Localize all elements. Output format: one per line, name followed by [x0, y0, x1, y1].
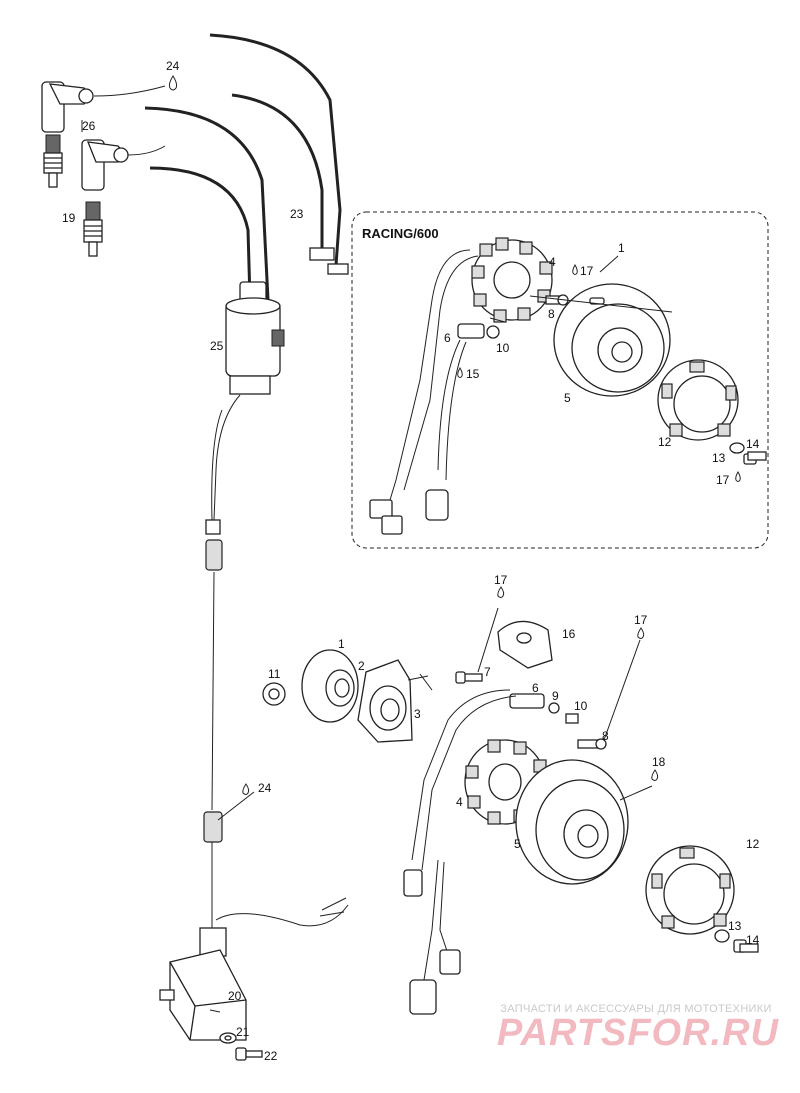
spark-plug-lower [83, 201, 103, 257]
callout-7: 7 [484, 665, 491, 679]
rotor-ring-12 [645, 845, 735, 935]
inset-callout-17b: 17 [716, 473, 730, 487]
washer-9 [548, 702, 560, 714]
callout-1-main: 1 [338, 637, 345, 651]
callout-4-main: 4 [456, 795, 463, 809]
inset-rotor-ring [657, 359, 739, 441]
inset-callout-8: 8 [548, 307, 555, 321]
callout-21: 21 [236, 1025, 250, 1039]
callout-22: 22 [264, 1049, 278, 1063]
seal-2 [325, 669, 355, 707]
racing-600-inset-box [351, 211, 769, 549]
callout-8-main: 8 [602, 729, 609, 743]
callout-17-main-a: 17 [494, 573, 508, 587]
drop-24-main [242, 783, 250, 795]
drop-17-main-a [497, 586, 505, 598]
callout-11: 11 [268, 667, 281, 681]
inset-callout-17a: 17 [580, 264, 594, 278]
bolt-22 [235, 1047, 263, 1061]
inset-callout-10: 10 [496, 341, 510, 355]
ignition-leads [144, 33, 349, 301]
inset-bolt-8 [545, 294, 569, 306]
inset-pickup-6 [457, 323, 500, 339]
pickup-6 [509, 693, 545, 709]
inset-bolt-14 [743, 451, 767, 465]
inset-stator [471, 237, 553, 323]
inset-callout-13: 13 [712, 451, 726, 465]
inset-callout-5: 5 [564, 391, 571, 405]
inset-title: RACING/600 [362, 226, 439, 241]
spark-plug-upper [43, 134, 63, 188]
drop-24-top [168, 75, 178, 91]
inset-callout-4: 4 [549, 255, 556, 269]
cdi-unit [159, 927, 247, 1041]
inset-callout-6: 6 [444, 331, 451, 345]
callout-6-main: 6 [532, 681, 539, 695]
callout-24-main: 24 [258, 781, 272, 795]
bolt-8 [577, 738, 607, 750]
callout-26: 26 [82, 119, 96, 133]
callout-2: 2 [358, 659, 365, 673]
callout-23: 23 [290, 207, 304, 221]
callout-10-main: 10 [574, 699, 588, 713]
washer-13 [714, 929, 730, 943]
inset-callout-15: 15 [466, 367, 480, 381]
watermark-brand: PARTSFOR.RU [497, 1012, 779, 1054]
callout-18: 18 [652, 755, 666, 769]
drop-18 [651, 769, 659, 781]
drop-17-inset-b [735, 471, 741, 482]
ignition-coil [225, 281, 285, 395]
callout-17-main-b: 17 [634, 613, 648, 627]
inset-callout-14: 14 [746, 437, 760, 451]
callout-20: 20 [228, 989, 242, 1003]
drop-17-inset-a [572, 264, 578, 275]
spark-plug-cap-lower [81, 139, 129, 191]
callout-13-main: 13 [728, 919, 742, 933]
callout-25: 25 [210, 339, 224, 353]
inset-callout-1: 1 [618, 241, 625, 255]
callout-16: 16 [562, 627, 576, 641]
watermark-tagline: ЗАПЧАСТИ И АКСЕССУАРЫ ДЛЯ МОТОТЕХНИКИ [500, 1003, 772, 1015]
stator-plate-3 [357, 659, 413, 743]
callout-12-main: 12 [746, 837, 760, 851]
inset-washer-13 [729, 442, 745, 454]
o-ring-1 [301, 649, 359, 723]
drop-15 [457, 367, 463, 378]
nut-10 [565, 713, 579, 724]
bolt-14 [733, 939, 759, 953]
inset-flywheel [553, 283, 671, 397]
flywheel-5 [515, 759, 629, 885]
drop-17-main-b [637, 627, 645, 639]
callout-3: 3 [414, 707, 421, 721]
callout-5-main: 5 [514, 837, 521, 851]
washer-21 [219, 1032, 237, 1044]
spark-plug-cap-upper [41, 81, 94, 133]
callout-9: 9 [552, 689, 559, 703]
oil-seal-11 [262, 682, 286, 706]
callout-14-main: 14 [746, 933, 760, 947]
inset-callout-12: 12 [658, 435, 672, 449]
screw-7 [455, 671, 483, 684]
callout-24-top: 24 [166, 59, 180, 73]
cover-16 [497, 620, 553, 669]
callout-19: 19 [62, 211, 76, 225]
